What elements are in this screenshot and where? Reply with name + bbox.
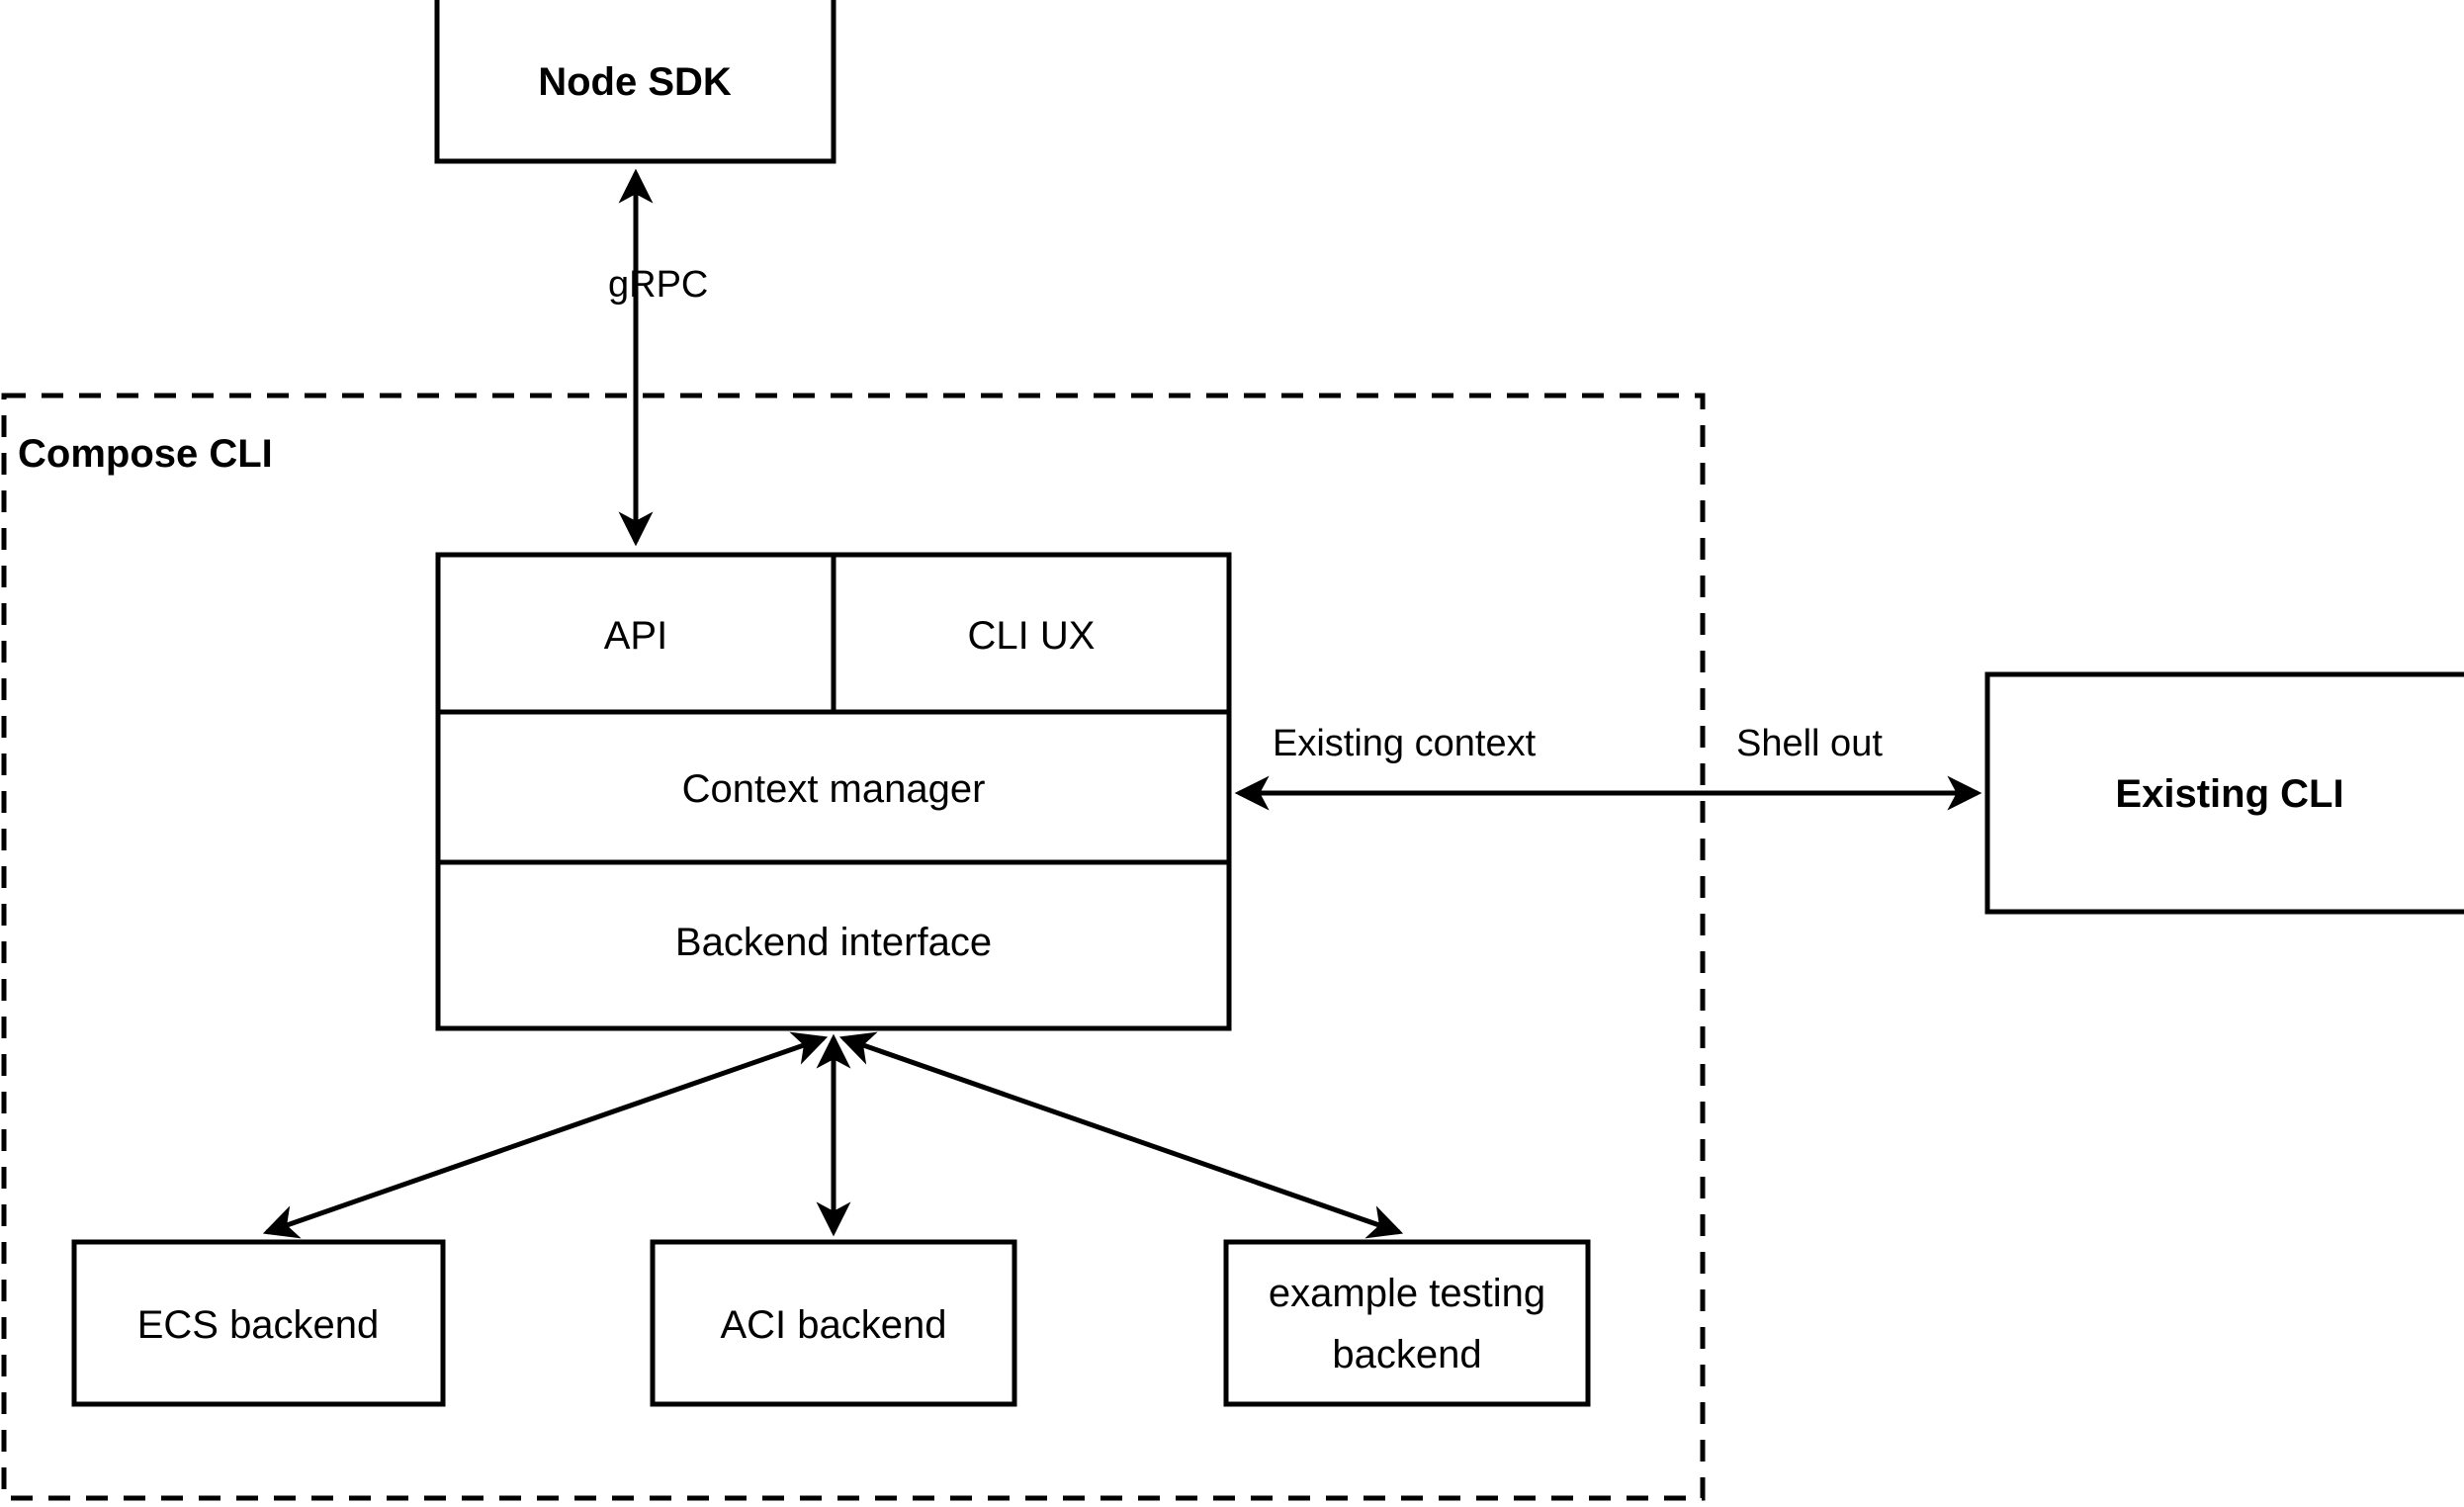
ecs-backend-box[interactable]	[71, 1239, 446, 1407]
example-testing-backend-edge-arrow	[838, 1031, 1404, 1239]
existing-cli-label: Existing CLI	[2115, 772, 2343, 816]
ecs-backend-label: ECS backend	[137, 1303, 380, 1347]
cli-ux-label: CLI UX	[968, 614, 1096, 658]
existing-context-edge-label: Existing context	[1273, 723, 1537, 764]
backend-interface-label: Backend interface	[675, 921, 992, 964]
ecs-backend-edge-arrow	[262, 1031, 829, 1239]
compose-cli-group-border	[1, 393, 1706, 1501]
compose-cli-group-label: Compose CLI	[18, 432, 273, 476]
example-testing-backend-label-line1: example testing	[1269, 1272, 1545, 1315]
shell-out-edge-label: Shell out	[1736, 723, 1883, 764]
context-manager-label: Context manager	[682, 767, 986, 811]
existing-cli-box[interactable]	[1984, 671, 2464, 915]
node-sdk-box[interactable]	[434, 0, 836, 164]
node-sdk-label: Node SDK	[538, 60, 732, 104]
example-testing-backend-box[interactable]	[1223, 1239, 1591, 1407]
aci-backend-box[interactable]	[650, 1239, 1017, 1407]
aci-backend-label: ACI backend	[720, 1303, 946, 1347]
grpc-edge-label: gRPC	[608, 264, 708, 306]
example-testing-backend-label-line2: backend	[1332, 1333, 1481, 1376]
api-label: API	[604, 614, 667, 658]
